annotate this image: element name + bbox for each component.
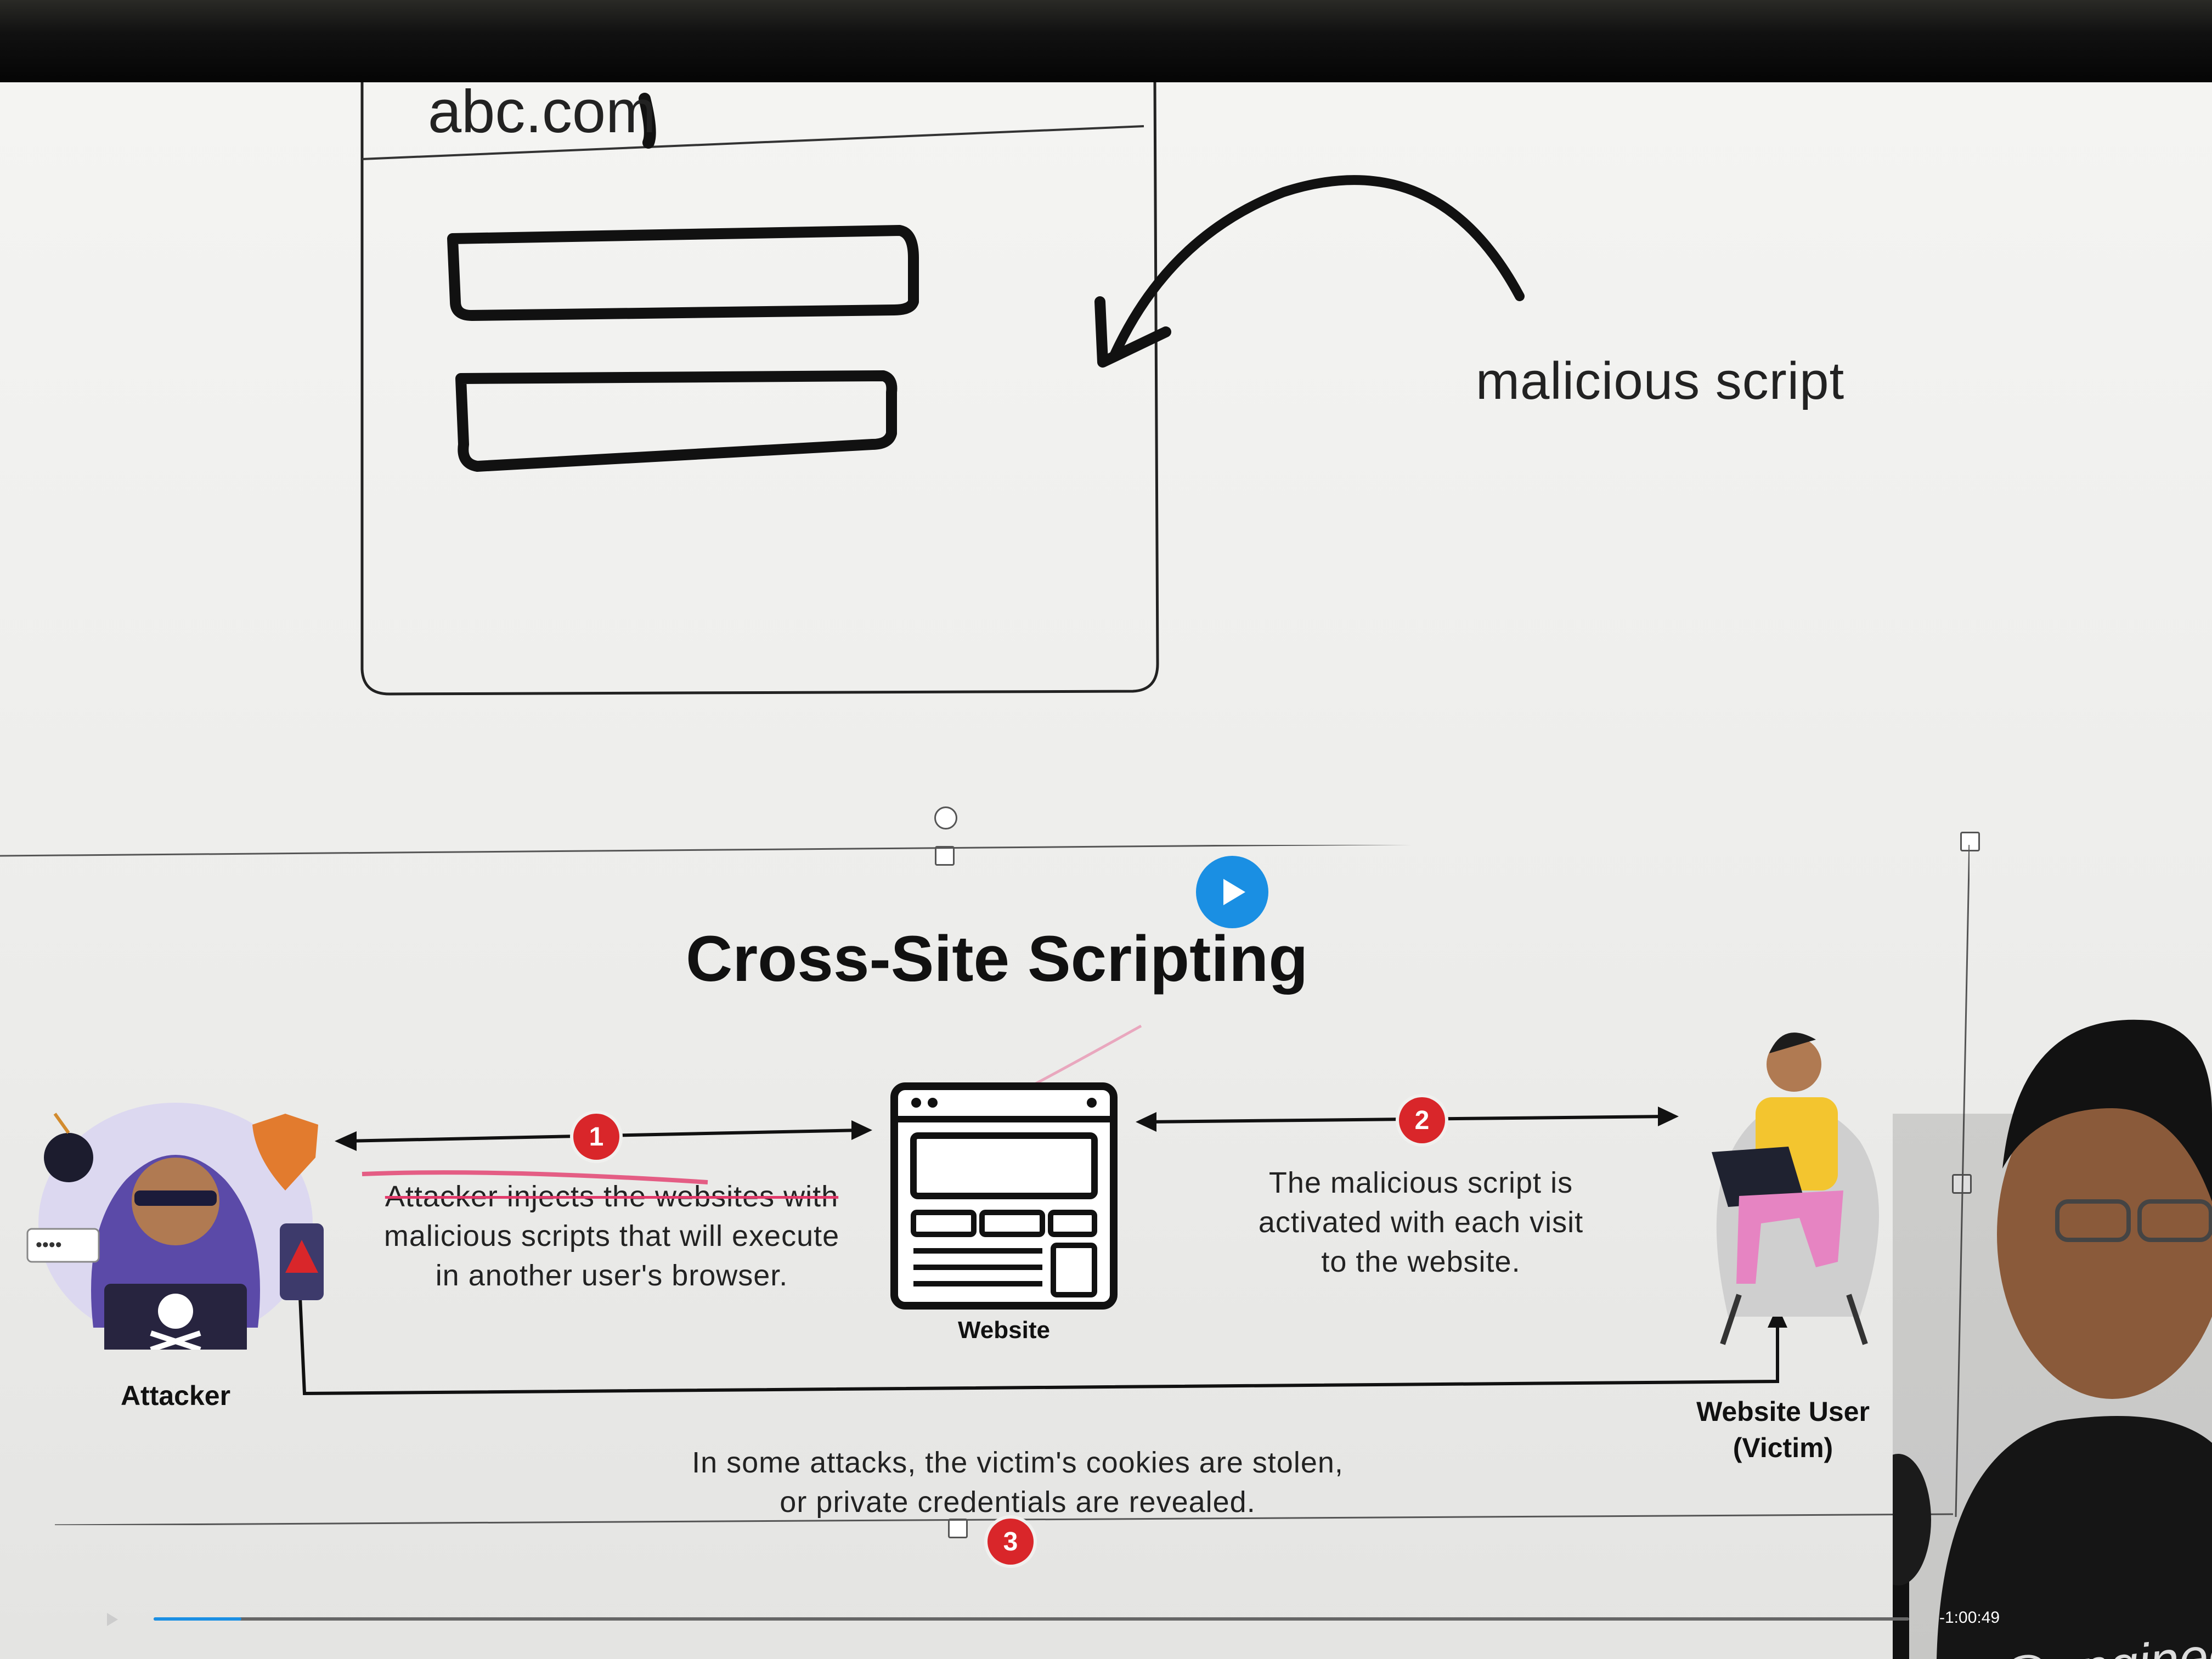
malicious-script-label: malicious script xyxy=(1476,352,1845,410)
step-1-line-3: in another user's browser. xyxy=(435,1259,788,1292)
sketch-address-line xyxy=(362,125,1144,160)
highlighter-strike xyxy=(362,1170,708,1184)
presenter-webcam xyxy=(1893,1019,2212,1659)
sketch-drawing xyxy=(360,82,1525,696)
step-2-line-3: to the website. xyxy=(1321,1245,1521,1278)
sketch-arrow-curve xyxy=(1109,175,1525,362)
victim-icon xyxy=(1712,1032,1879,1345)
attacker-label: Attacker xyxy=(120,1380,231,1411)
step-3-line-1: In some attacks, the victim's cookies ar… xyxy=(692,1446,1344,1479)
monitor-bezel xyxy=(0,0,2212,82)
whiteboard-canvas[interactable]: abc.com malicious script xyxy=(0,82,2212,1659)
sketch-url-text: abc.com xyxy=(428,82,656,145)
step-1-line-2: malicious scripts that will execute xyxy=(383,1220,840,1252)
progress-track xyxy=(154,1617,1909,1621)
victim-label: Website User (Victim) xyxy=(1662,1393,1904,1466)
website-icon xyxy=(890,1082,1118,1310)
progress-fill xyxy=(154,1617,241,1621)
resize-handle-top[interactable] xyxy=(935,846,955,866)
step-badge-2: 2 xyxy=(1399,1097,1445,1143)
step-3-line-2: or private credentials are revealed. xyxy=(780,1486,1256,1519)
step-1-line-1: Attacker injects the websites with xyxy=(385,1180,839,1213)
resize-handle-bottom[interactable] xyxy=(948,1519,968,1538)
sketch-arrowhead xyxy=(1094,296,1171,368)
skull-icon xyxy=(150,1294,201,1350)
video-player-controls: -1:00:49 xyxy=(0,1596,2212,1659)
warning-icon xyxy=(280,1223,324,1300)
xss-slide[interactable]: Cross-Site Scripting •••• Attacker 1 Att… xyxy=(0,845,1970,1565)
play-button[interactable] xyxy=(1196,856,1268,928)
sketch-cursor-mark xyxy=(639,93,656,149)
step-3-description: In some attacks, the victim's cookies ar… xyxy=(620,1443,1415,1522)
time-remaining: -1:00:49 xyxy=(1939,1609,2000,1627)
play-icon xyxy=(107,1613,118,1626)
screen: abc.com malicious script C xyxy=(0,82,2212,1659)
sketch-browser-frame xyxy=(360,82,1159,696)
victim-label-line-2: (Victim) xyxy=(1733,1432,1833,1463)
step-badge-1: 1 xyxy=(573,1114,619,1160)
rotate-handle[interactable] xyxy=(934,806,957,830)
step-2-line-1: The malicious script is xyxy=(1268,1166,1573,1199)
slide-title: Cross-Site Scripting xyxy=(686,923,1308,995)
hacker-icon: •••• xyxy=(26,1103,324,1350)
victim-label-line-1: Website User xyxy=(1696,1396,1870,1427)
step-badge-3: 3 xyxy=(988,1519,1034,1565)
step-2-line-2: activated with each visit xyxy=(1258,1206,1584,1239)
play-icon xyxy=(1223,879,1245,905)
bug-shield-icon xyxy=(252,1114,318,1190)
sketch-input-box-1 xyxy=(447,225,919,321)
step-2-description: The malicious script is activated with e… xyxy=(1201,1163,1640,1282)
svg-text:••••: •••• xyxy=(36,1234,62,1255)
bomb-icon xyxy=(44,1113,93,1182)
step-1-description: Attacker injects the websites with malic… xyxy=(340,1177,883,1295)
website-label: Website xyxy=(958,1317,1050,1344)
sketch-input-box-2 xyxy=(455,370,898,472)
laptop-icon xyxy=(1712,1147,1805,1207)
player-progress xyxy=(107,1613,1909,1626)
resize-handle-top-right[interactable] xyxy=(1960,832,1980,851)
